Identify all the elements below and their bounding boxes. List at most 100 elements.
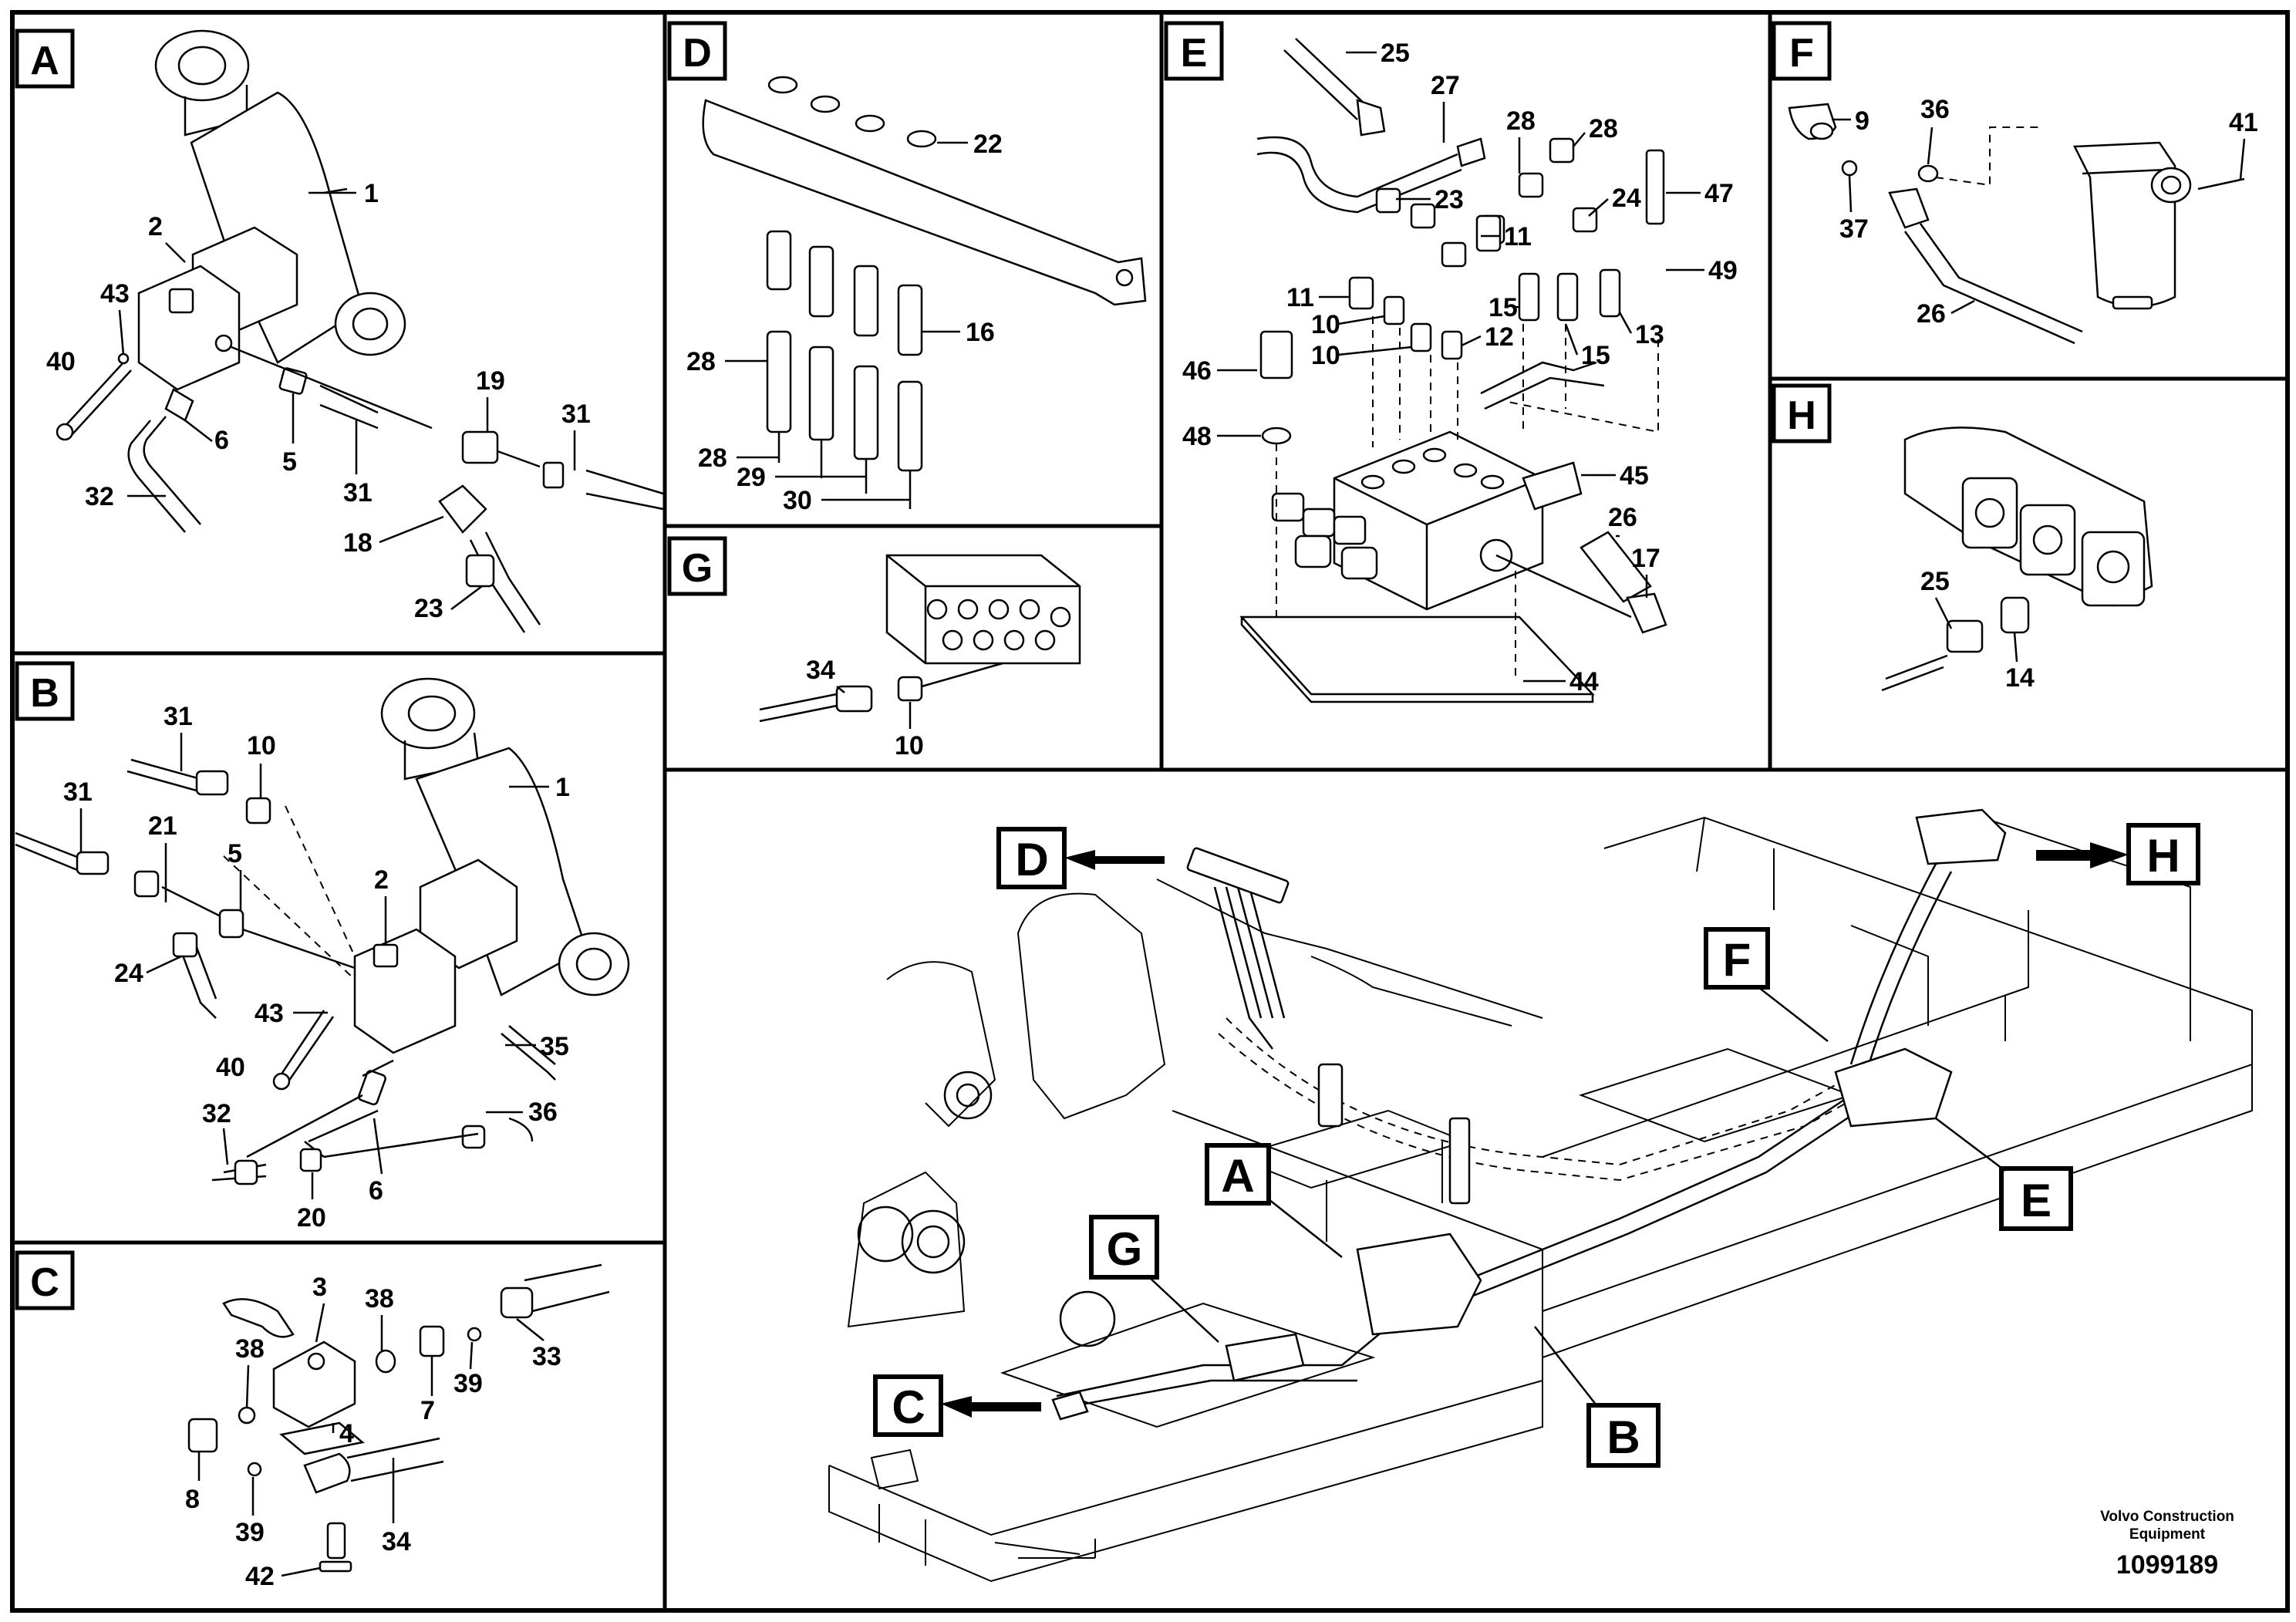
svg-text:D: D xyxy=(1015,834,1048,885)
callout-number: 44 xyxy=(1569,667,1599,696)
callout-number: 14 xyxy=(2005,663,2035,693)
panel-a-drawing xyxy=(56,29,664,633)
overview-label-h: H xyxy=(2036,823,2200,885)
overview-label-g: G xyxy=(1089,1215,1219,1343)
panel-g-drawing xyxy=(759,554,1081,723)
callout-number: 47 xyxy=(1704,179,1734,208)
callout-number: 5 xyxy=(282,447,297,477)
panel-letter-f: F xyxy=(1772,21,1832,81)
svg-text:G: G xyxy=(1107,1223,1143,1275)
callout-number: 22 xyxy=(973,130,1003,159)
callout-number: 24 xyxy=(1612,184,1641,213)
callout-number: 28 xyxy=(1589,114,1618,143)
callout-number: 36 xyxy=(528,1098,558,1127)
callout-number: 9 xyxy=(1855,106,1870,136)
callout-number: 31 xyxy=(343,478,373,508)
panel-c-drawing xyxy=(187,1263,610,1573)
overview-label-a: A xyxy=(1205,1143,1343,1258)
callout-number: 33 xyxy=(532,1342,561,1371)
panel-g-callouts: 34 10 xyxy=(806,656,924,760)
callout-number: 10 xyxy=(247,731,276,760)
callout-number: 17 xyxy=(1631,544,1660,573)
callout-number: 32 xyxy=(85,482,114,511)
callout-number: 11 xyxy=(1504,222,1532,251)
panel-letter-e: E xyxy=(1164,21,1224,81)
panel-b-drawing xyxy=(15,677,630,1185)
panel-d-hoses xyxy=(766,230,923,509)
callout-number: 38 xyxy=(235,1334,265,1364)
panel-c-callouts: 3 38 38 7 39 33 4 8 39 34 42 xyxy=(185,1273,561,1591)
callout-number: 23 xyxy=(414,594,443,623)
svg-text:F: F xyxy=(1789,31,1814,76)
panel-a-callouts: 1 2 43 40 6 5 31 19 31 32 18 23 xyxy=(46,179,591,623)
company-name-line1: Volvo Construction xyxy=(2100,1509,2234,1525)
callout-number: 40 xyxy=(216,1053,245,1082)
svg-text:E: E xyxy=(2021,1175,2052,1226)
callout-number: 10 xyxy=(1311,341,1340,370)
panel-h-callouts: 25 14 xyxy=(1920,567,2035,693)
callout-number: 36 xyxy=(1920,95,1950,124)
panel-d-nuts xyxy=(767,76,937,148)
panel-letter-a: A xyxy=(15,29,75,89)
callout-number: 29 xyxy=(737,463,766,492)
callout-number: 12 xyxy=(1485,322,1514,352)
callout-number: 28 xyxy=(686,347,716,376)
panel-letter-g: G xyxy=(667,536,727,596)
svg-text:E: E xyxy=(1181,31,1208,76)
callout-number: 28 xyxy=(1506,106,1536,136)
overview-label-f: F xyxy=(1704,927,1829,1042)
callout-number: 35 xyxy=(540,1032,569,1061)
svg-text:F: F xyxy=(1723,934,1752,986)
callout-number: 15 xyxy=(1489,293,1518,322)
callout-number: 6 xyxy=(214,426,229,455)
panel-f-drawing xyxy=(1788,103,2245,345)
callout-number: 31 xyxy=(63,777,93,807)
callout-number: 5 xyxy=(228,839,242,868)
callout-number: 8 xyxy=(185,1485,200,1514)
callout-number: 1 xyxy=(555,773,570,802)
panel-frames xyxy=(10,10,2290,1613)
panel-letter-b: B xyxy=(15,661,75,721)
callout-number: 48 xyxy=(1182,422,1212,451)
callout-number: 23 xyxy=(1435,185,1464,214)
callout-number: 40 xyxy=(46,347,76,376)
svg-text:B: B xyxy=(30,671,59,716)
callout-number: 26 xyxy=(1917,299,1946,329)
callout-number: 43 xyxy=(255,999,284,1028)
panel-letter-c: C xyxy=(15,1250,75,1310)
svg-text:G: G xyxy=(682,546,713,591)
callout-number: 10 xyxy=(895,731,924,760)
callout-number: 24 xyxy=(114,959,143,988)
callout-number: 4 xyxy=(339,1419,354,1448)
callout-number: 41 xyxy=(2229,108,2258,137)
callout-number: 49 xyxy=(1708,256,1738,285)
callout-number: 10 xyxy=(1311,310,1340,339)
callout-number: 18 xyxy=(343,528,373,558)
company-name-line2: Equipment xyxy=(2129,1526,2206,1543)
panel-letter-h: H xyxy=(1772,383,1832,443)
overview-label-c: C xyxy=(873,1374,1041,1437)
callout-number: 31 xyxy=(164,702,193,731)
callout-number: 27 xyxy=(1431,71,1460,100)
callout-number: 20 xyxy=(297,1203,326,1233)
callout-number: 32 xyxy=(202,1099,231,1128)
footer: Volvo Construction Equipment 1099189 xyxy=(2100,1509,2234,1580)
drawing-number: 1099189 xyxy=(2116,1550,2218,1580)
callout-number: 37 xyxy=(1839,214,1869,244)
callout-number: 7 xyxy=(420,1396,435,1425)
callout-number: 2 xyxy=(148,212,163,241)
svg-text:C: C xyxy=(30,1260,59,1305)
panel-letter-d: D xyxy=(667,21,727,81)
callout-number: 45 xyxy=(1620,461,1649,491)
callout-number: 21 xyxy=(148,811,177,841)
panel-e-fittings xyxy=(1348,137,1621,360)
overview-label-b: B xyxy=(1534,1326,1660,1468)
svg-text:C: C xyxy=(892,1381,925,1433)
svg-text:H: H xyxy=(1787,393,1816,438)
callout-number: 38 xyxy=(365,1284,394,1313)
callout-number: 46 xyxy=(1182,356,1212,386)
panel-b-callouts: 31 10 31 21 5 1 2 24 43 40 35 32 36 20 6 xyxy=(63,702,570,1233)
callout-number: 34 xyxy=(382,1527,411,1556)
callout-number: 2 xyxy=(374,865,389,895)
